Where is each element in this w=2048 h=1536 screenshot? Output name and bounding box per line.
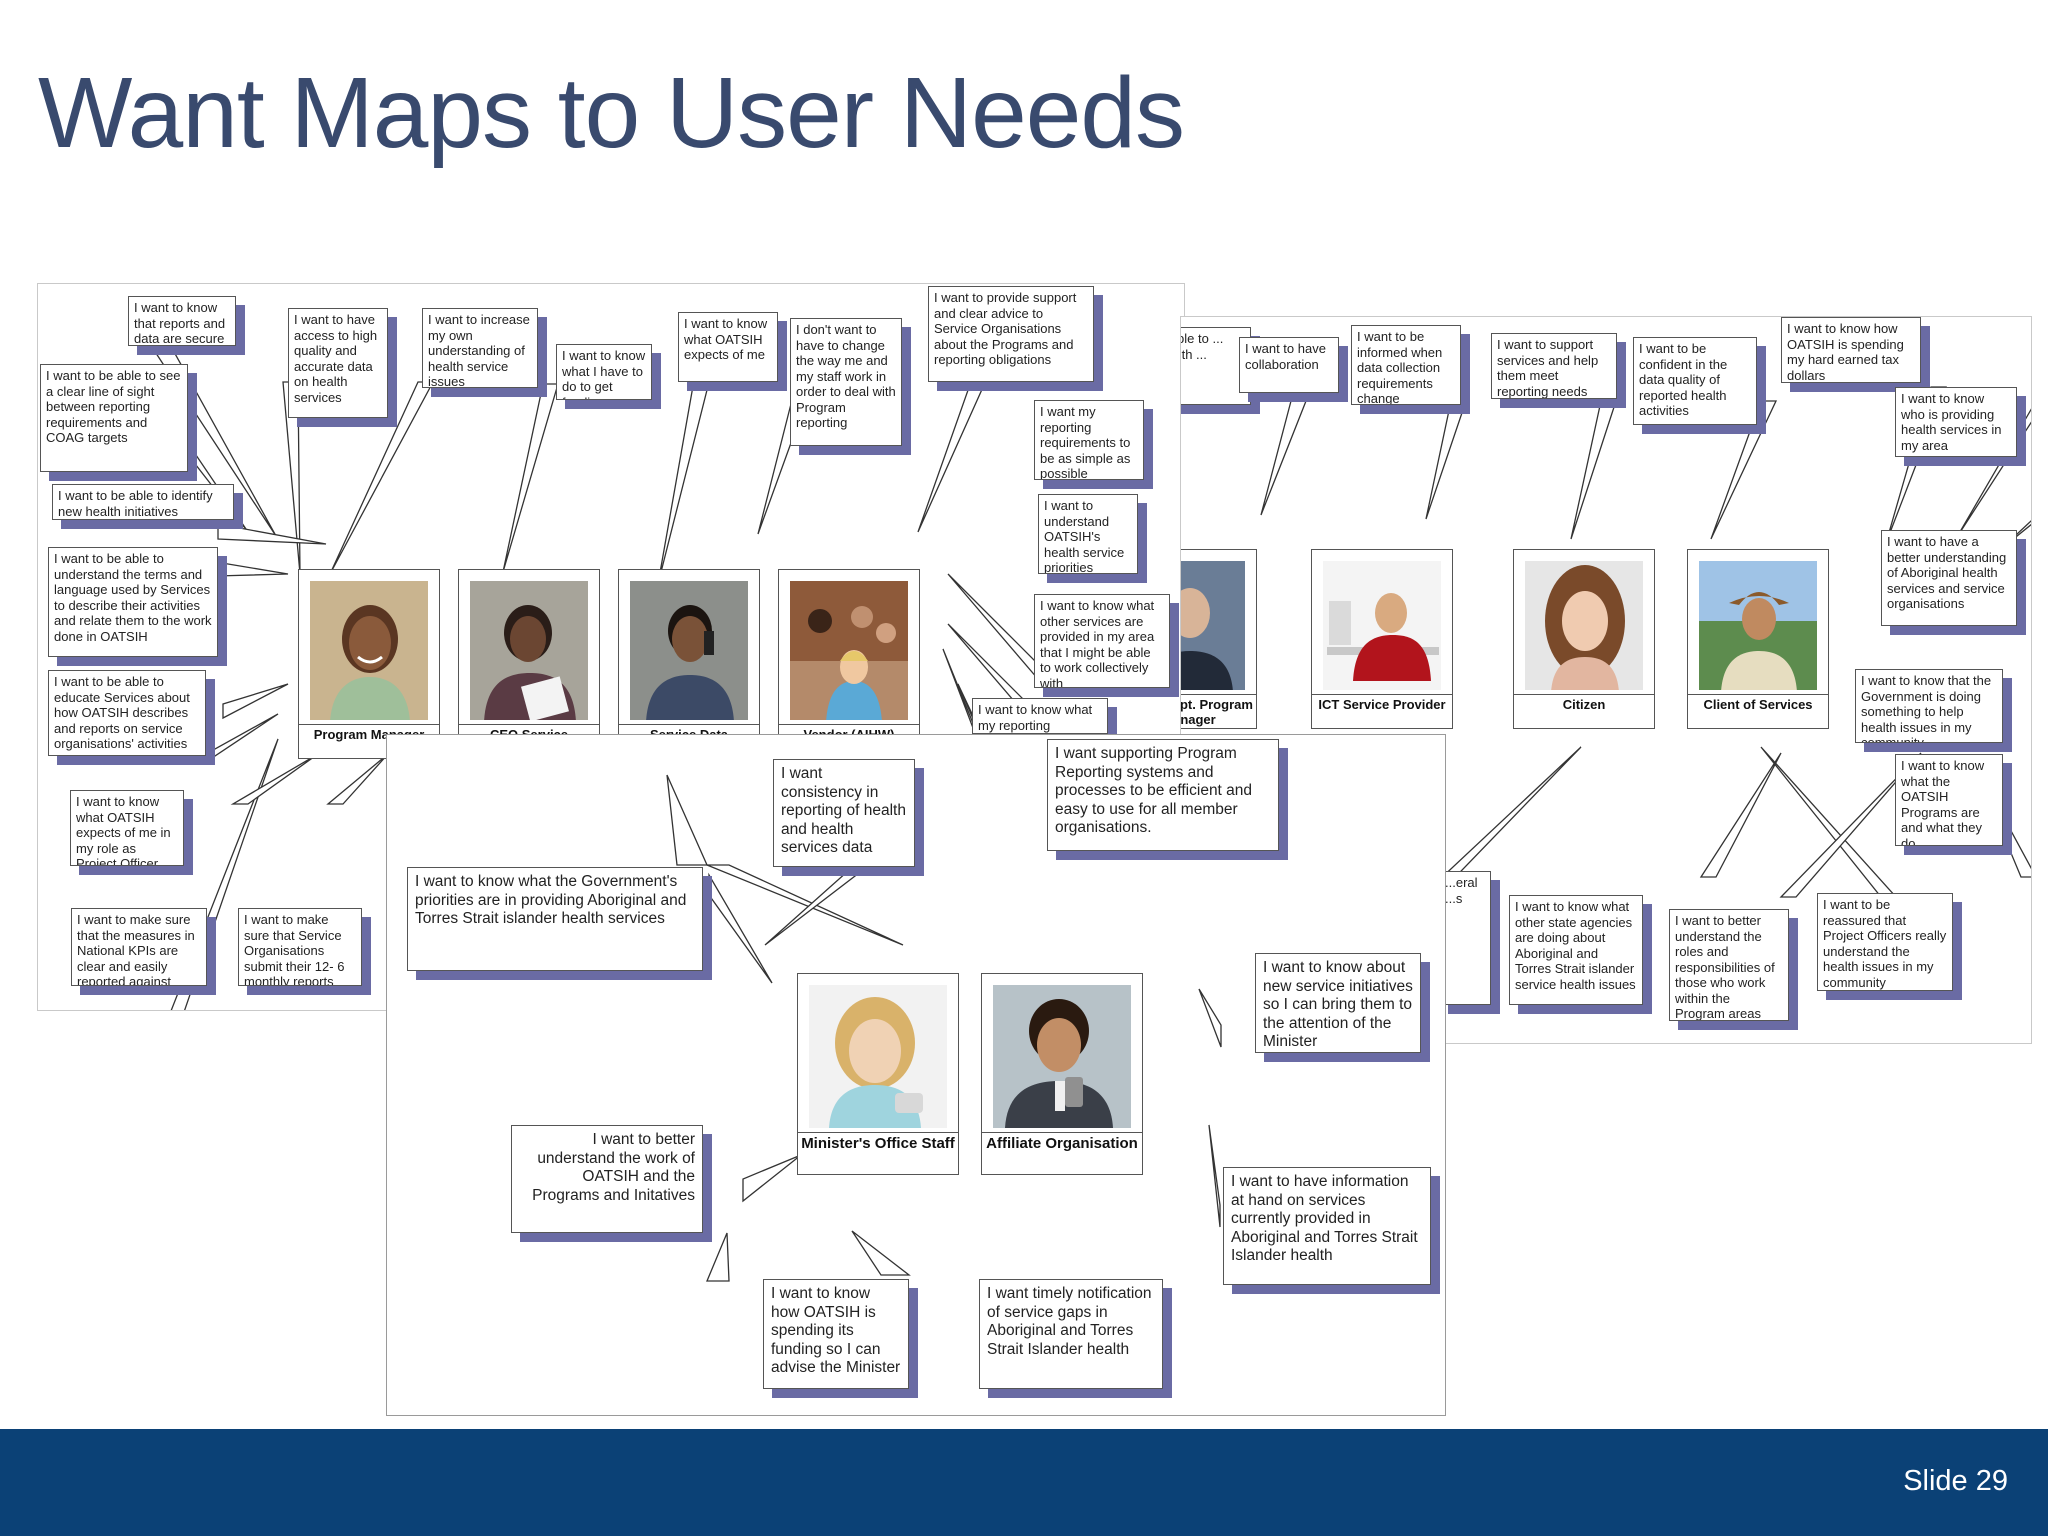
persona-label: Citizen <box>1514 694 1654 728</box>
persona-service-data: Service Data <box>618 569 760 759</box>
persona-vendor: Vendor (AIHW) <box>778 569 920 759</box>
slide-number: Slide 29 <box>1903 1465 2008 1497</box>
need-bubble: I want to know what the Government's pri… <box>407 867 703 971</box>
need-bubble: I want to know that reports and data are… <box>128 296 236 346</box>
persona-label: Client of Services <box>1688 694 1828 728</box>
need-bubble: I want to know what OATSIH expects of me… <box>70 790 184 866</box>
need-bubble: I want to better understand the roles an… <box>1669 909 1789 1021</box>
person-photo <box>809 985 947 1128</box>
need-bubble: I want to make sure that Service Organis… <box>238 908 362 986</box>
need-bubble: I want to make sure that the measures in… <box>71 908 207 986</box>
need-bubble: I want to understand OATSIH's health ser… <box>1038 494 1138 574</box>
need-bubble: I want to know what other state agencies… <box>1509 895 1643 1005</box>
need-bubble: I want to increase my own understanding … <box>422 308 538 388</box>
persona-citizen: Citizen <box>1513 549 1655 729</box>
persona-ict-service-provider: ICT Service Provider <box>1311 549 1453 729</box>
person-photo <box>1323 561 1441 690</box>
need-bubble: I want my reporting requirements to be a… <box>1034 400 1144 480</box>
need-bubble: I want to be able to see a clear line of… <box>40 364 188 472</box>
footer-bar: Slide 29 <box>0 1429 2048 1536</box>
center-user-needs-map: I want consistency in reporting of healt… <box>386 734 1446 1416</box>
right-callout-tails <box>1260 386 2031 898</box>
persona-ministers-office-staff: Minister's Office Staff <box>797 973 959 1175</box>
need-bubble: I want timely notification of service ga… <box>979 1279 1163 1389</box>
need-bubble: I want to provide support and clear advi… <box>928 286 1094 382</box>
need-bubble: I want to support services and help them… <box>1491 333 1617 399</box>
need-bubble: I want to be informed when data collecti… <box>1351 325 1461 405</box>
persona-client-of-services: Client of Services <box>1687 549 1829 729</box>
person-photo <box>993 985 1131 1128</box>
need-bubble: I don't want to have to change the way m… <box>790 318 902 446</box>
person-photo <box>790 581 908 720</box>
person-photo <box>630 581 748 720</box>
need-bubble: I want to know how OATSIH is spending my… <box>1781 317 1921 383</box>
need-bubble: I want to know who is providing health s… <box>1895 387 2017 457</box>
person-photo <box>1699 561 1817 690</box>
need-bubble: ...eral ...s <box>1439 871 1491 1005</box>
persona-ceo-service: CEO Service <box>458 569 600 759</box>
need-bubble: I want to be able to understand the term… <box>48 547 218 657</box>
persona-other-dept-program-manager: Other Dept. Program Manager <box>1181 549 1257 729</box>
need-bubble: I want to know what my reporting <box>972 698 1108 734</box>
persona-label: Minister's Office Staff <box>798 1132 958 1174</box>
right-user-needs-map: I want to be able to ... health ... I wa… <box>1180 316 2032 1044</box>
person-photo <box>310 581 428 720</box>
need-bubble: I want to be confident in the data quali… <box>1633 337 1757 425</box>
need-bubble: I want to know how OATSIH is spending it… <box>763 1279 909 1389</box>
need-bubble: I want to know about new service initiat… <box>1255 953 1421 1053</box>
persona-program-manager: Program Manager <box>298 569 440 759</box>
persona-label: Affiliate Organisation <box>982 1132 1142 1174</box>
need-bubble: I want to be able to identify new health… <box>52 484 234 520</box>
need-bubble: I want to have access to high quality an… <box>288 308 388 418</box>
need-bubble: I want to know what OATSIH expects of me <box>678 312 778 382</box>
need-bubble: I want to know what the OATSIH Programs … <box>1895 754 2003 846</box>
need-bubble: I want to have a better understanding of… <box>1881 530 2017 626</box>
persona-label: ICT Service Provider <box>1312 694 1452 728</box>
person-photo <box>1525 561 1643 690</box>
persona-label: Other Dept. Program Manager <box>1181 694 1256 728</box>
center-callout-tails <box>666 774 1222 1282</box>
need-bubble: I want to know that the Government is do… <box>1855 669 2003 743</box>
person-photo <box>470 581 588 720</box>
persona-affiliate-organisation: Affiliate Organisation <box>981 973 1143 1175</box>
need-bubble: I want consistency in reporting of healt… <box>773 759 915 867</box>
need-bubble: I want to better understand the work of … <box>511 1125 703 1233</box>
need-bubble: I want to have collaboration <box>1239 337 1339 393</box>
need-bubble: I want to be able to educate Services ab… <box>48 670 206 756</box>
need-bubble: I want to know what other services are p… <box>1034 594 1170 688</box>
slide-title: Want Maps to User Needs <box>38 57 1185 169</box>
need-bubble: I want to be reassured that Project Offi… <box>1817 893 1953 991</box>
need-bubble: I want to know what I have to do to get … <box>556 344 652 400</box>
need-bubble: I want supporting Program Reporting syst… <box>1047 739 1279 851</box>
need-bubble: I want to have information at hand on se… <box>1223 1167 1431 1285</box>
person-photo <box>1181 561 1245 690</box>
